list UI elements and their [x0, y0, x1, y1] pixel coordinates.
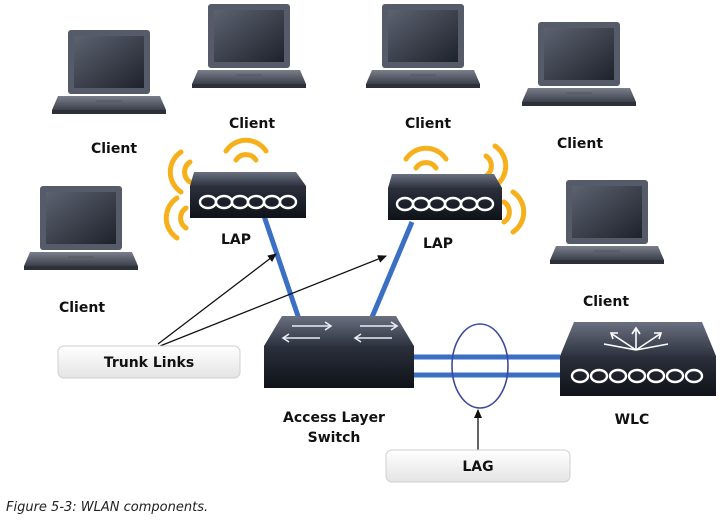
laptop-icon [550, 180, 664, 264]
laptop-icon [192, 4, 306, 88]
laptop-icon [366, 4, 480, 88]
wifi-signal-icon [504, 192, 524, 232]
switch-label-line2: Switch [308, 430, 361, 446]
trunk-link-right [367, 221, 415, 323]
wifi-signal-icon [166, 198, 186, 238]
wifi-signal-icon [170, 152, 190, 192]
wifi-signal-icon [406, 148, 446, 168]
client-label: Client [229, 116, 275, 132]
client-label: Client [583, 294, 629, 310]
trunk-link-left [259, 209, 303, 323]
lag-box: LAG [385, 449, 571, 483]
wlc-label: WLC [615, 412, 650, 428]
trunk-links-box: Trunk Links [57, 345, 241, 379]
wifi-signal-icon [226, 140, 266, 160]
lap-label: LAP [221, 232, 251, 248]
switch-label-line1: Access Layer [283, 410, 385, 426]
client-label: Client [91, 141, 137, 157]
lag-label: LAG [462, 459, 493, 475]
wlc-icon [560, 322, 716, 396]
client-label: Client [405, 116, 451, 132]
client-label: Client [59, 300, 105, 316]
trunk-links-label: Trunk Links [104, 355, 194, 371]
laptop-icon [522, 22, 636, 106]
lag-links [412, 354, 560, 378]
switch-icon [264, 316, 414, 388]
trunk-arrow-left [157, 253, 277, 345]
laptop-icon [24, 186, 138, 270]
laptop-icon [52, 30, 166, 114]
access-point-icon [388, 174, 502, 220]
client-label: Client [557, 136, 603, 152]
lap-label: LAP [423, 236, 453, 252]
access-point-icon [190, 172, 306, 218]
lag-ellipse [451, 323, 509, 409]
figure-caption: Figure 5-3: WLAN components. [6, 500, 209, 515]
trunk-arrow-right [159, 255, 387, 347]
